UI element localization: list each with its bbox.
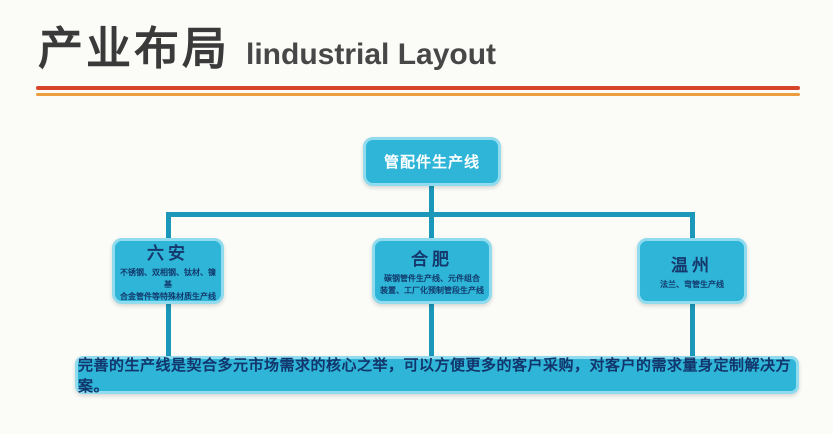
- connector-drop-hefei: [429, 212, 434, 238]
- node-hefei: 合肥 碳钢管件生产线、元件组合 装置、工厂化预制管段生产线: [372, 238, 492, 304]
- divider-line-bottom: [36, 93, 800, 96]
- node-wenzhou-name: 温州: [671, 256, 713, 275]
- node-wenzhou: 温州 法兰、弯管生产线: [637, 238, 747, 304]
- title-divider: [36, 86, 800, 96]
- connector-drop-luan: [166, 212, 171, 238]
- title-english: lindustrial Layout: [246, 38, 497, 71]
- connector-footer-wenzhou: [690, 304, 695, 356]
- divider-line-top: [36, 86, 800, 90]
- node-luan-desc: 不锈钢、双相钢、钛材、镍基 合金管件等特殊材质生产线: [120, 268, 216, 301]
- connector-root-drop: [429, 186, 434, 212]
- summary-text: 完善的生产线是契合多元市场需求的核心之举，可以方便更多的客户采购，对客户的需求量…: [78, 357, 792, 395]
- node-hefei-desc: 碳钢管件生产线、元件组合 装置、工厂化预制管段生产线: [380, 274, 484, 295]
- node-luan-name: 六安: [147, 244, 189, 263]
- connector-footer-luan: [166, 304, 171, 356]
- node-hefei-name: 合肥: [411, 250, 453, 269]
- page-title: 产业布局 lindustrial Layout: [38, 12, 496, 77]
- node-pipe-fittings-line: 管配件生产线: [363, 137, 501, 186]
- node-root-label: 管配件生产线: [383, 154, 480, 171]
- connector-drop-wenzhou: [690, 212, 695, 238]
- title-chinese: 产业布局: [38, 23, 231, 74]
- node-wenzhou-desc: 法兰、弯管生产线: [660, 280, 724, 289]
- connector-footer-hefei: [429, 304, 434, 356]
- node-luan: 六安 不锈钢、双相钢、钛材、镍基 合金管件等特殊材质生产线: [112, 238, 224, 304]
- summary-bar: 完善的生产线是契合多元市场需求的核心之举，可以方便更多的客户采购，对客户的需求量…: [75, 356, 799, 395]
